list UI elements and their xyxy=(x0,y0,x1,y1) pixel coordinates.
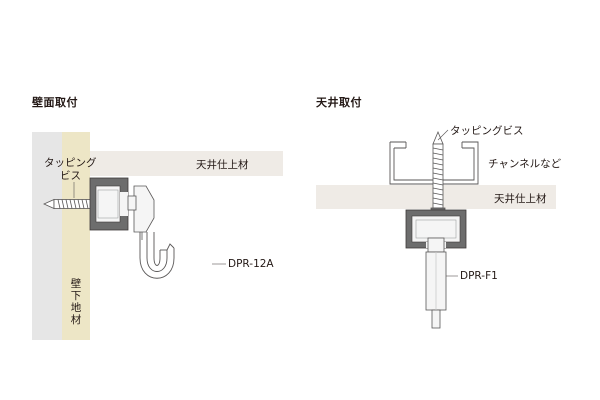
hook-dpr-12a xyxy=(139,232,175,279)
wall-mount-title: 壁面取付 xyxy=(32,96,78,109)
ceiling-finish-label: 天井仕上材 xyxy=(494,193,547,205)
ceiling-channel xyxy=(389,141,479,185)
ceiling-screw-label: タッピングビス xyxy=(450,125,524,137)
wall-screw-label-line2: ビス xyxy=(60,170,81,182)
ceiling-channel-label: チャンネルなど xyxy=(488,158,562,170)
wall-substrate-label: 壁下地材 xyxy=(70,278,82,326)
ceiling-model-label: DPR-F1 xyxy=(460,270,498,282)
ceiling-tapping-screw xyxy=(430,130,446,215)
wall-screw-label-line1: タッピング xyxy=(44,157,97,169)
wall-ceiling-finish-band xyxy=(90,151,283,176)
wall-substrate xyxy=(62,132,90,340)
ceiling-screw-leader xyxy=(437,129,449,141)
ceiling-mount-drawing xyxy=(316,129,556,329)
pendant-dpr-f1 xyxy=(425,237,447,329)
wall-mount-drawing xyxy=(32,132,283,340)
wall-model-label: DPR-12A xyxy=(228,258,274,270)
ceiling-mount-title: 天井取付 xyxy=(316,96,362,109)
wall-ceiling-finish-label: 天井仕上材 xyxy=(196,159,249,171)
wall-rail xyxy=(89,177,129,231)
wall-runner xyxy=(127,185,155,240)
wall-surface xyxy=(32,132,62,340)
